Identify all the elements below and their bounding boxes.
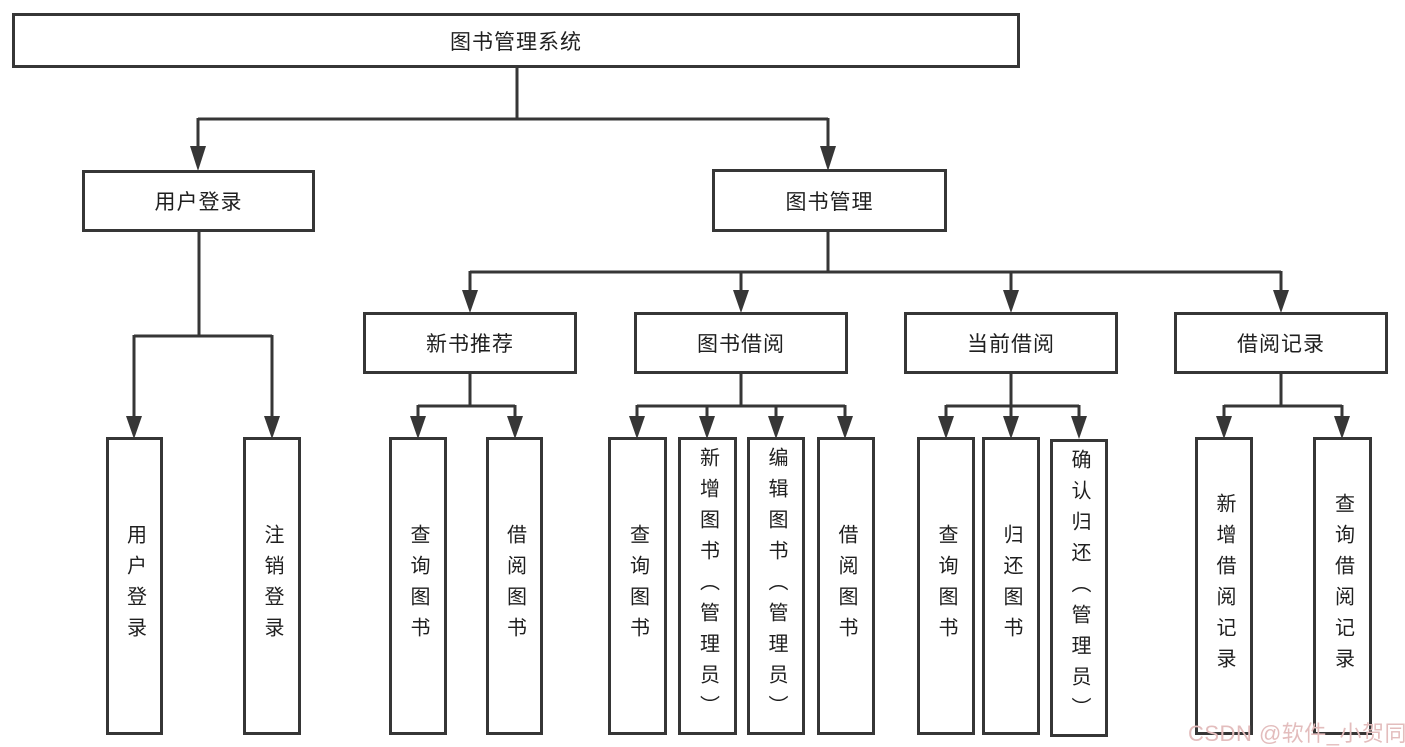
arrowhead-icons <box>126 146 1350 439</box>
leaf-query-book-3-label: 查询图书 <box>935 524 957 648</box>
leaf-return-book: 归还图书 <box>982 437 1040 735</box>
leaf-edit-book-admin-label: 编辑图书（管理员） <box>765 446 787 726</box>
leaf-query-book-1-label: 查询图书 <box>407 524 429 648</box>
node-new-book-recommend: 新书推荐 <box>363 312 577 374</box>
node-book-management: 图书管理 <box>712 169 947 232</box>
leaf-logout-label: 注销登录 <box>261 524 283 648</box>
leaf-query-book-1: 查询图书 <box>389 437 447 735</box>
leaf-query-book-2: 查询图书 <box>608 437 667 735</box>
node-current-borrow: 当前借阅 <box>904 312 1118 374</box>
leaf-borrow-book-2: 借阅图书 <box>817 437 875 735</box>
node-book-borrow: 图书借阅 <box>634 312 848 374</box>
leaf-add-borrow-record-label: 新增借阅记录 <box>1213 493 1235 679</box>
node-borrow-records: 借阅记录 <box>1174 312 1388 374</box>
leaf-add-borrow-record: 新增借阅记录 <box>1195 437 1253 735</box>
node-current-borrow-label: 当前借阅 <box>967 333 1055 356</box>
leaf-confirm-return-admin-label: 确认归还（管理员） <box>1068 448 1090 728</box>
leaf-add-book-admin-label: 新增图书（管理员） <box>696 446 719 726</box>
leaf-user-login: 用户登录 <box>106 437 163 735</box>
leaf-return-book-label: 归还图书 <box>1000 524 1022 648</box>
node-user-login: 用户登录 <box>82 170 315 232</box>
leaf-user-login-label: 用户登录 <box>123 524 146 648</box>
node-new-book-recommend-label: 新书推荐 <box>426 333 514 356</box>
node-root: 图书管理系统 <box>12 13 1020 68</box>
leaf-logout: 注销登录 <box>243 437 301 735</box>
leaf-add-book-admin: 新增图书（管理员） <box>678 437 737 735</box>
leaf-confirm-return-admin: 确认归还（管理员） <box>1050 439 1108 737</box>
leaf-query-borrow-record: 查询借阅记录 <box>1313 437 1372 735</box>
leaf-borrow-book-1: 借阅图书 <box>486 437 543 735</box>
leaf-edit-book-admin: 编辑图书（管理员） <box>747 437 805 735</box>
leaf-query-book-2-label: 查询图书 <box>626 524 649 648</box>
node-user-login-label: 用户登录 <box>154 191 243 214</box>
node-book-management-label: 图书管理 <box>785 190 874 214</box>
leaf-borrow-book-2-label: 借阅图书 <box>835 524 857 648</box>
node-root-label: 图书管理系统 <box>450 30 582 54</box>
node-borrow-records-label: 借阅记录 <box>1237 333 1325 356</box>
leaf-query-borrow-record-label: 查询借阅记录 <box>1331 493 1354 679</box>
node-book-borrow-label: 图书借阅 <box>697 333 785 356</box>
leaf-borrow-book-1-label: 借阅图书 <box>503 524 526 648</box>
leaf-query-book-3: 查询图书 <box>917 437 975 735</box>
